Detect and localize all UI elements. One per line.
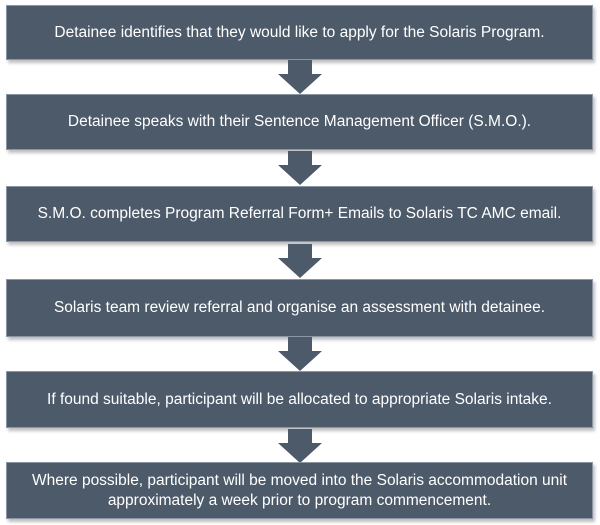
step-4-text: Solaris team review referral and organis… (53, 299, 546, 316)
step-3-box: S.M.O. completes Program Referral Form+ … (6, 186, 593, 242)
down-arrow-icon (276, 337, 324, 371)
step-1-box: Detainee identifies that they would like… (6, 5, 593, 60)
step-4-box: Solaris team review referral and organis… (6, 279, 593, 337)
step-2-box: Detainee speaks with their Sentence Mana… (6, 94, 593, 150)
down-arrow-icon (276, 60, 324, 94)
step-5-text: If found suitable, participant will be a… (47, 390, 552, 408)
step-6-text: Where possible, participant will be move… (31, 471, 567, 509)
down-arrow-icon (276, 429, 324, 463)
step-3-text: S.M.O. completes Program Referral Form+ … (37, 205, 562, 222)
step-6-box: Where possible, participant will be move… (6, 462, 593, 519)
step-5-box: If found suitable, participant will be a… (6, 371, 593, 428)
down-arrow-icon (276, 244, 324, 278)
step-2-text: Detainee speaks with their Sentence Mana… (67, 113, 532, 130)
down-arrow-icon (276, 151, 324, 185)
step-1-text: Detainee identifies that they would like… (54, 23, 545, 41)
